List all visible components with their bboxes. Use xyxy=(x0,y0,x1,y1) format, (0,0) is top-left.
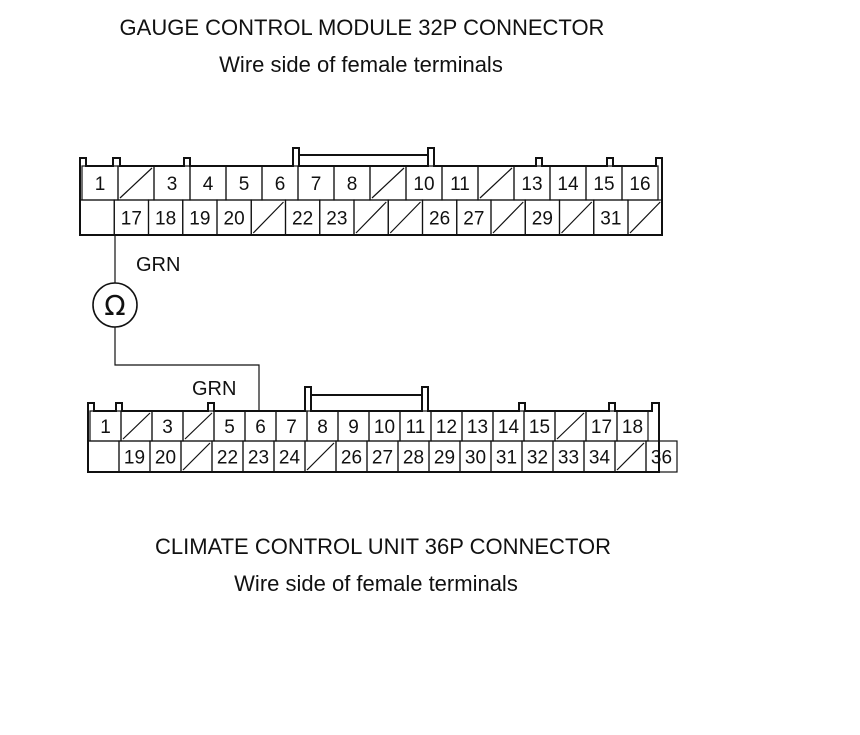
top-row2-terminal-number: 27 xyxy=(463,209,484,230)
top-row2-terminal-number: 23 xyxy=(326,209,347,230)
top-row2-unused-cavity xyxy=(355,201,387,234)
bottom-row2-unused-cavity xyxy=(616,442,645,471)
bottom-row1-terminal-number: 17 xyxy=(591,417,612,438)
bottom-connector-title: CLIMATE CONTROL UNIT 36P CONNECTOR xyxy=(155,534,611,559)
bottom-row2-terminal-number: 19 xyxy=(124,448,145,469)
top-row2-unused-cavity xyxy=(629,201,661,234)
top-row1-terminal-number: 11 xyxy=(450,174,470,195)
bottom-row2-terminal-number: 36 xyxy=(651,448,672,469)
top-row1-terminal-number: 1 xyxy=(95,174,106,195)
bottom-row2-terminal-number: 26 xyxy=(341,448,362,469)
bottom-row2-terminal-number: 29 xyxy=(434,448,455,469)
top-row2-unused-cavity xyxy=(492,201,524,234)
top-connector-row-2: 17 18 19 20 22 23 26 27 29 31 xyxy=(79,199,663,236)
bottom-row2-terminal-number: 31 xyxy=(496,448,517,469)
bottom-row2-unused-cavity xyxy=(306,442,335,471)
top-row1-terminal-number: 14 xyxy=(557,174,579,195)
top-row1-terminal-number: 7 xyxy=(311,174,322,195)
bottom-connector-row-2: 19 20 22 23 24 26 27 28 29 30 31 32 33 34 36 xyxy=(87,440,678,473)
top-row1-terminal-number: 3 xyxy=(167,174,178,195)
top-connector-subtitle: Wire side of female terminals xyxy=(219,52,503,77)
top-row2-cavity xyxy=(79,199,115,236)
bottom-row1-terminal-number: 9 xyxy=(348,417,359,438)
bottom-row1-terminal-number: 14 xyxy=(498,417,520,438)
top-row1-terminal-number: 15 xyxy=(593,174,614,195)
top-row2-terminal-number: 19 xyxy=(189,209,210,230)
bottom-row1-terminal-number: 3 xyxy=(162,417,173,438)
bottom-row2-terminal-number: 22 xyxy=(217,448,238,469)
bottom-row2-terminal-number: 20 xyxy=(155,448,176,469)
bottom-row2-terminal-number: 32 xyxy=(527,448,548,469)
bottom-row1-terminal-number: 12 xyxy=(436,417,457,438)
bottom-row2-terminal-number: 23 xyxy=(248,448,269,469)
top-row1-unused-cavity xyxy=(119,167,153,199)
top-row2-terminal-number: 22 xyxy=(292,209,313,230)
bottom-row1-terminal-number: 1 xyxy=(100,417,111,438)
bottom-row1-terminal-number: 18 xyxy=(622,417,643,438)
bottom-row2-cavity xyxy=(645,440,678,473)
bottom-row1-terminal-number: 8 xyxy=(317,417,328,438)
bottom-row2-cavity xyxy=(87,440,120,473)
top-row1-terminal-number: 5 xyxy=(239,174,250,195)
top-row1-terminal-number: 4 xyxy=(203,174,214,195)
wire-color-label-top: GRN xyxy=(136,254,180,276)
top-row1-terminal-number: 8 xyxy=(347,174,358,195)
top-row2-terminal-number: 29 xyxy=(532,209,553,230)
bottom-row2-terminal-number: 27 xyxy=(372,448,393,469)
bottom-row1-terminal-number: 13 xyxy=(467,417,488,438)
bottom-row2-terminal-number: 28 xyxy=(403,448,424,469)
top-row2-terminal-number: 31 xyxy=(600,209,621,230)
top-row2-terminal-number: 20 xyxy=(224,209,245,230)
bottom-row1-terminal-number: 11 xyxy=(406,417,426,438)
wire-bottom-segment xyxy=(114,327,260,411)
bottom-row2-terminal-number: 24 xyxy=(279,448,301,469)
bottom-row1-unused-cavity xyxy=(122,412,151,440)
top-row2-terminal-number: 26 xyxy=(429,209,450,230)
top-row1-unused-cavity xyxy=(371,167,405,199)
top-row2-terminal-number: 17 xyxy=(121,209,142,230)
bottom-connector-subtitle: Wire side of female terminals xyxy=(234,571,518,596)
top-row2-unused-cavity xyxy=(252,201,284,234)
top-row1-terminal-number: 16 xyxy=(629,174,650,195)
top-row1-terminal-number: 10 xyxy=(413,174,434,195)
top-row1-terminal-number: 13 xyxy=(521,174,542,195)
top-row2-terminal-number: 18 xyxy=(155,209,176,230)
ohmmeter-circuit: Ω GRN GRN xyxy=(92,235,260,411)
bottom-row2-terminal-number: 33 xyxy=(558,448,579,469)
ohm-symbol: Ω xyxy=(104,289,125,322)
bottom-row1-terminal-number: 6 xyxy=(255,417,266,438)
bottom-row2-terminal-number: 30 xyxy=(465,448,486,469)
bottom-row1-terminal-number: 7 xyxy=(286,417,297,438)
top-row2-cavity xyxy=(627,199,663,236)
top-row1-unused-cavity xyxy=(479,167,513,199)
top-row2-unused-cavity xyxy=(389,201,421,234)
wire-color-label-bottom: GRN xyxy=(192,378,236,400)
top-row1-terminal-number: 6 xyxy=(275,174,286,195)
bottom-row2-unused-cavity xyxy=(182,442,211,471)
top-connector-title: GAUGE CONTROL MODULE 32P CONNECTOR xyxy=(120,15,605,40)
bottom-row1-unused-cavity xyxy=(556,412,585,440)
bottom-row1-terminal-number: 5 xyxy=(224,417,235,438)
bottom-row1-terminal-number: 15 xyxy=(529,417,550,438)
bottom-row1-unused-cavity xyxy=(184,412,213,440)
bottom-row2-terminal-number: 34 xyxy=(589,448,611,469)
top-row2-unused-cavity xyxy=(561,201,593,234)
bottom-row1-terminal-number: 10 xyxy=(374,417,395,438)
